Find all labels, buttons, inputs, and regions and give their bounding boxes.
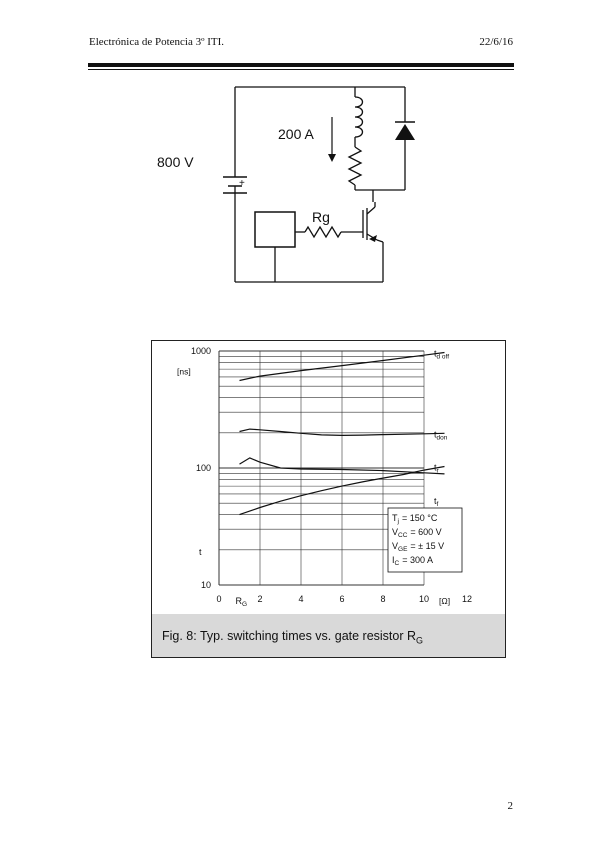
y-axis-symbol: t bbox=[199, 547, 202, 557]
condition-line: IC= 300 A bbox=[392, 555, 433, 567]
series-label-sub: r bbox=[437, 467, 440, 474]
x-axis-symbol-sub: G bbox=[242, 601, 247, 608]
page-number: 2 bbox=[507, 800, 514, 812]
header-rule-thick bbox=[88, 63, 514, 67]
gate-resistor-label: Rg bbox=[312, 209, 330, 225]
series-curve-f bbox=[239, 457, 445, 475]
condition-line: VGE= ± 15 V bbox=[392, 541, 444, 553]
y-tick-label: 10 bbox=[201, 580, 211, 590]
series-label-sub: d off bbox=[437, 354, 450, 361]
diode-triangle bbox=[395, 124, 415, 140]
supply-voltage-label: 800 V bbox=[157, 154, 194, 170]
load-current-label: 200 A bbox=[278, 126, 314, 142]
battery-plus-sign: + bbox=[239, 178, 245, 189]
condition-symbol: I bbox=[392, 555, 395, 565]
header-left-title: Electrónica de Potencia 3º ITI. bbox=[89, 36, 225, 48]
condition-line: Tj= 150 °C bbox=[392, 513, 438, 525]
header-rule-thin bbox=[88, 69, 514, 70]
x-tick-label: 12 bbox=[462, 594, 472, 604]
condition-symbol: V bbox=[392, 541, 398, 551]
condition-sub: CC bbox=[398, 532, 408, 539]
series-curve-don bbox=[239, 428, 445, 437]
y-tick-label: 100 bbox=[196, 463, 211, 473]
condition-value: = 600 V bbox=[410, 527, 441, 537]
igbt-circuit-diagram: 800 V 200 A Rg + bbox=[157, 86, 415, 283]
inductor bbox=[354, 96, 364, 138]
gate-resistor bbox=[304, 225, 342, 239]
condition-sub: C bbox=[395, 560, 400, 567]
load-resistor bbox=[347, 146, 363, 186]
conditions-box bbox=[387, 507, 463, 573]
gate-driver-box bbox=[254, 211, 296, 248]
x-tick-label: 0 bbox=[216, 594, 221, 604]
header-date: 22/6/16 bbox=[479, 36, 513, 48]
series-label-d-off: td off bbox=[434, 349, 449, 361]
condition-sub: j bbox=[397, 518, 399, 525]
condition-symbol: T bbox=[392, 513, 398, 523]
condition-value: = 300 A bbox=[402, 555, 433, 565]
caption-text: Fig. 8: Typ. switching times vs. gate re… bbox=[162, 628, 417, 643]
condition-value: = ± 15 V bbox=[410, 541, 444, 551]
x-tick-label: 4 bbox=[298, 594, 303, 604]
series-label-sub: don bbox=[437, 434, 448, 441]
y-axis-unit: [ns] bbox=[177, 366, 191, 376]
condition-line: VCC= 600 V bbox=[392, 527, 442, 539]
y-tick-label: 1000 bbox=[191, 346, 211, 356]
x-tick-label: 2 bbox=[257, 594, 262, 604]
series-curve-r bbox=[239, 465, 445, 516]
x-tick-label: 10 bbox=[419, 594, 429, 604]
x-axis-unit: [Ω] bbox=[439, 596, 450, 606]
series-label-r: tr bbox=[434, 462, 440, 474]
condition-symbol: V bbox=[392, 527, 398, 537]
plot-labels: 10 100 1000[ns] t 0 2 4 6 8 10 12 RG [Ω] td off tdon tr… bbox=[177, 346, 472, 608]
series-label-f: tf bbox=[434, 496, 439, 508]
x-axis-symbol: RG bbox=[236, 596, 248, 608]
switching-times-plot: 10 100 1000[ns] t 0 2 4 6 8 10 12 RG [Ω] td off tdon tr… bbox=[177, 346, 472, 608]
condition-value: = 150 °C bbox=[402, 513, 438, 523]
series-label-don: tdon bbox=[434, 429, 448, 441]
figure-caption: Fig. 8: Typ. switching times vs. gate re… bbox=[162, 629, 423, 646]
condition-sub: GE bbox=[398, 546, 408, 553]
igbt-emitter-arrow bbox=[369, 235, 377, 242]
x-tick-label: 8 bbox=[380, 594, 385, 604]
switching-times-figure: 10 100 1000[ns] t 0 2 4 6 8 10 12 RG [Ω] td off tdon tr… bbox=[151, 340, 506, 658]
series-curve-d-off bbox=[239, 351, 445, 382]
plot-curves bbox=[239, 351, 445, 516]
series-label-sub: f bbox=[437, 501, 439, 508]
x-tick-label: 6 bbox=[339, 594, 344, 604]
caption-subscript: G bbox=[416, 635, 424, 645]
caption-band bbox=[152, 614, 505, 657]
